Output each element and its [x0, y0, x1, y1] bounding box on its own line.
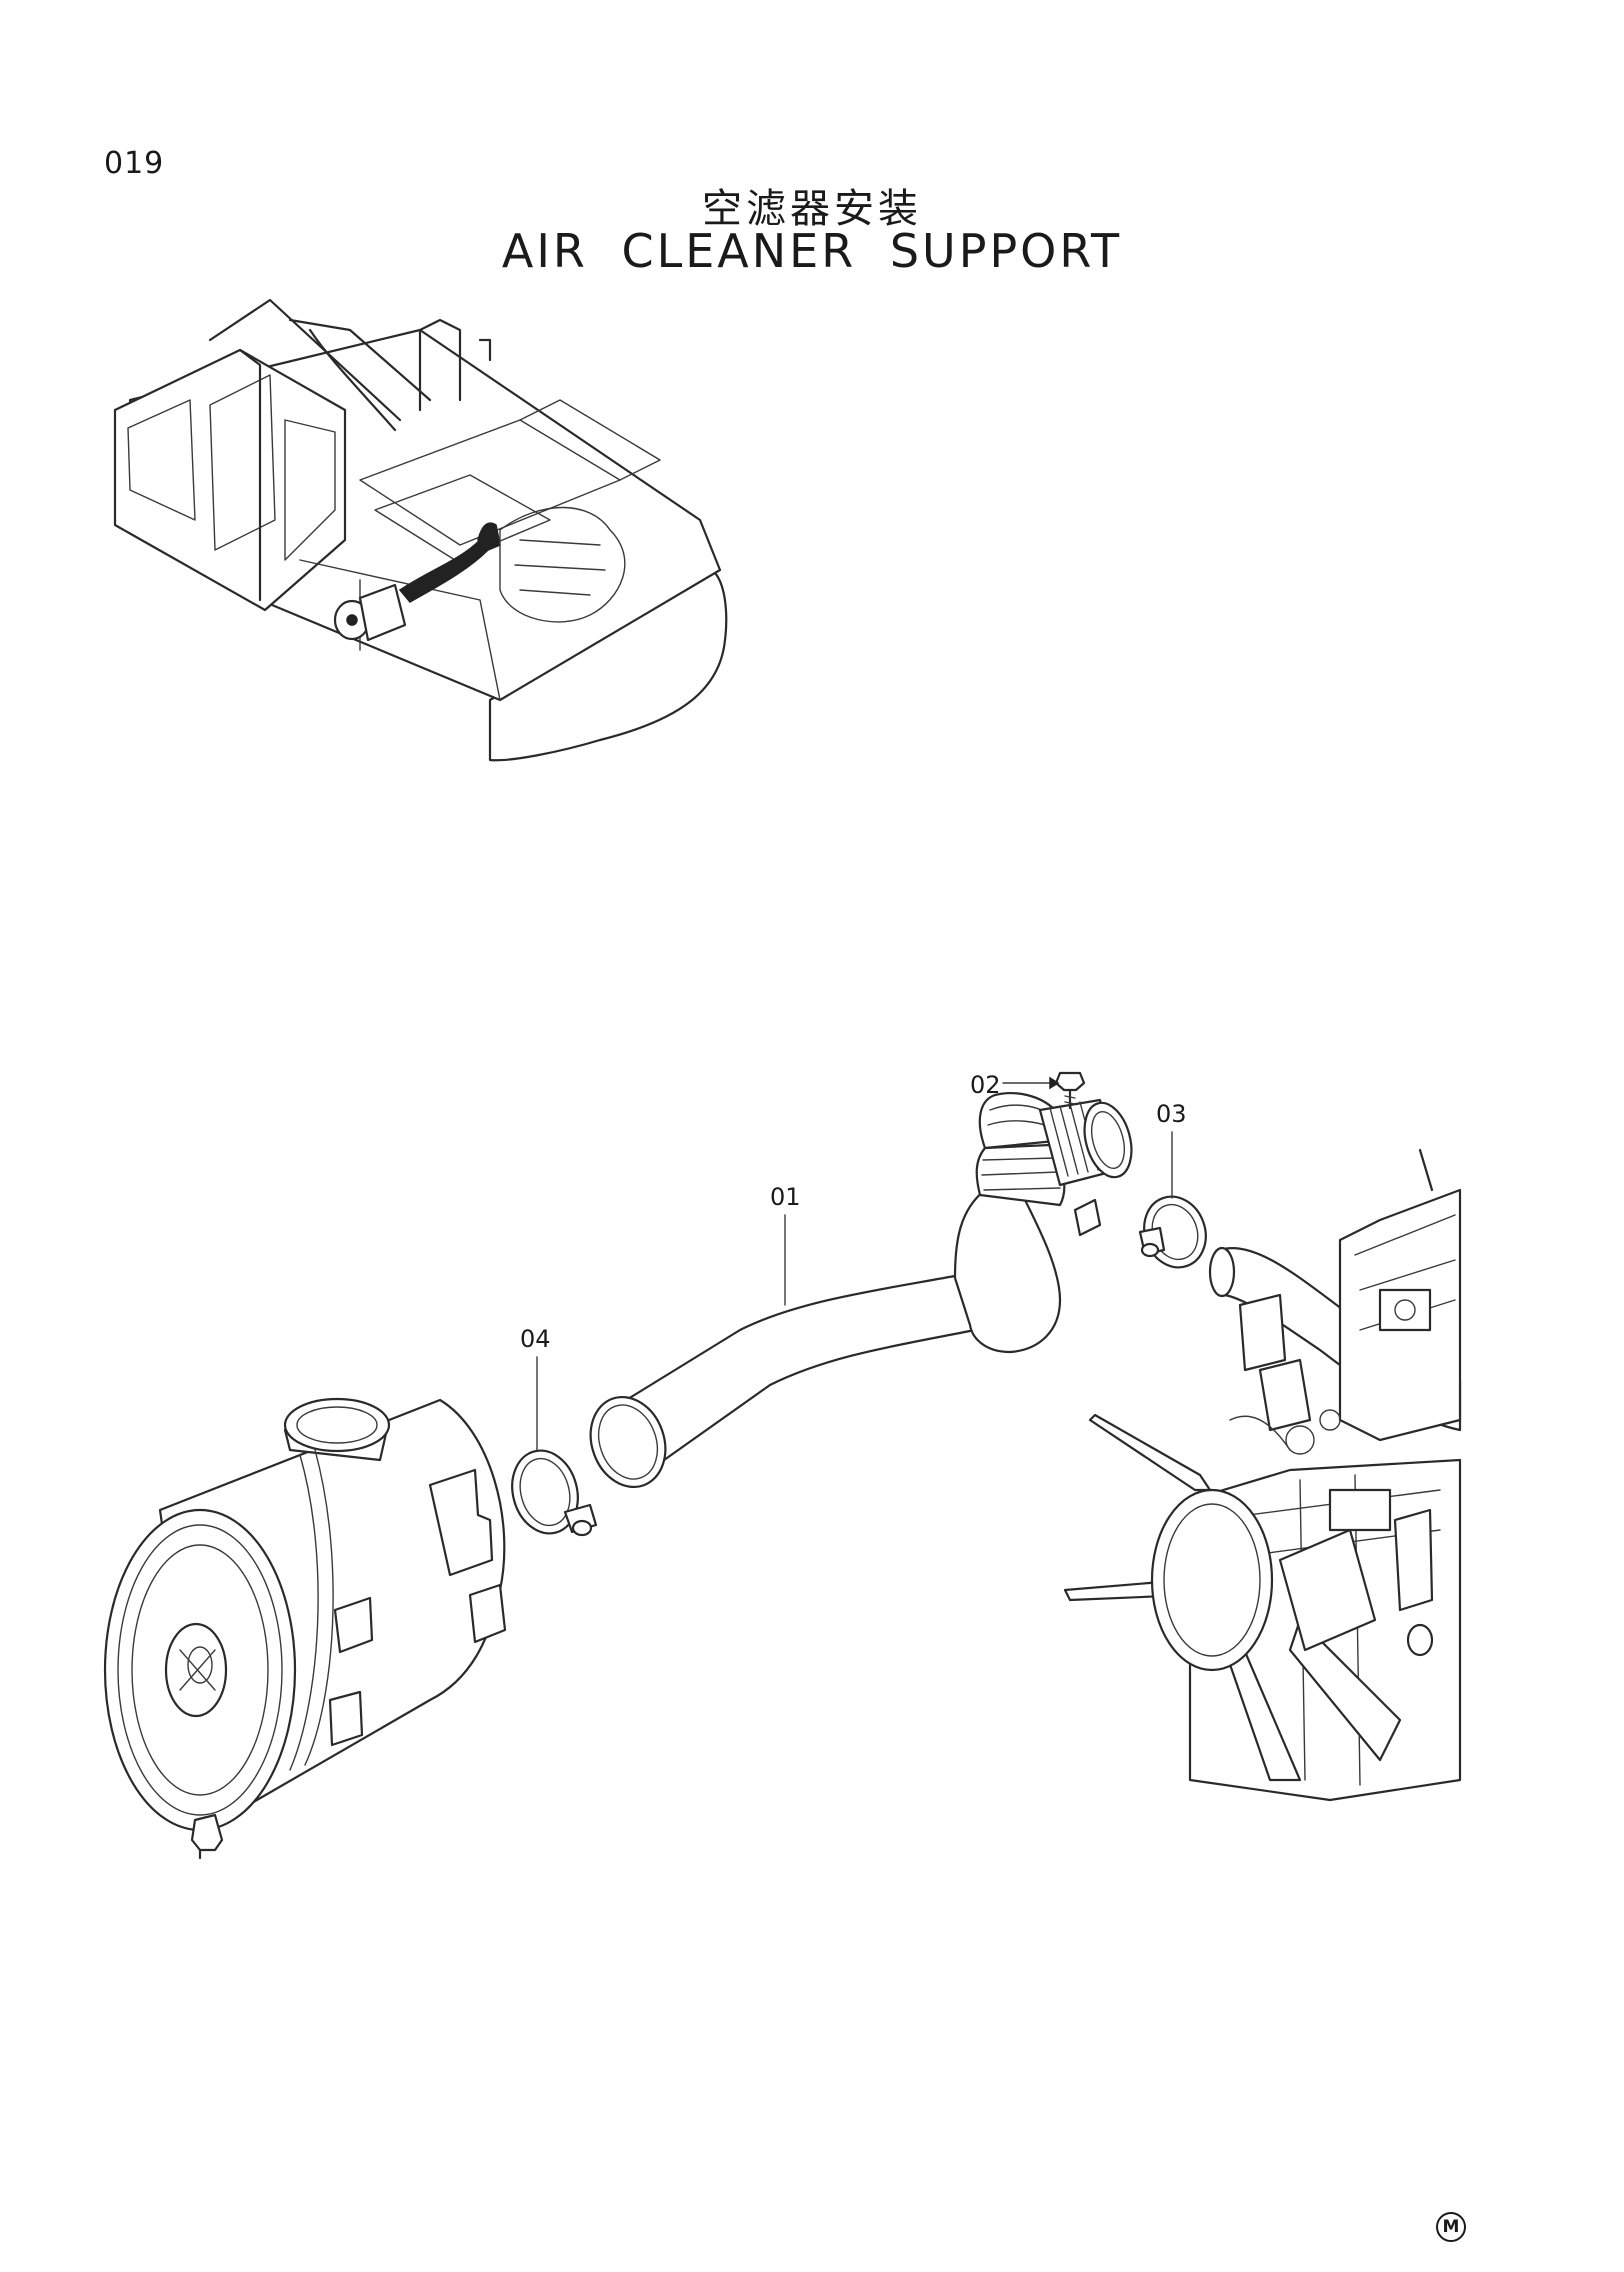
air-cleaner-assembly [103, 1397, 507, 1860]
callout-label-01: 01 [770, 1183, 801, 1211]
callout-label-03: 03 [1156, 1100, 1187, 1128]
excavator-overview-illustration [113, 298, 728, 762]
callout-03: 03 [1156, 1100, 1187, 1199]
part-01-intake-hose [589, 1092, 1133, 1489]
callout-label-02: 02 [970, 1071, 1001, 1099]
callout-label-04: 04 [520, 1325, 551, 1353]
part-04-hose-clamp [511, 1449, 598, 1537]
part-03-hose-clamp [1138, 1195, 1207, 1269]
callout-01: 01 [770, 1183, 801, 1306]
m-marker: M [1436, 2212, 1466, 2242]
page-number: 019 [104, 146, 165, 181]
engine-illustration [1063, 1148, 1462, 1802]
title-english: AIR CLEANER SUPPORT [501, 224, 1123, 278]
callout-04: 04 [520, 1325, 551, 1451]
title-chinese: 空滤器安装 [702, 186, 922, 232]
callout-02: 02 [970, 1071, 1060, 1099]
